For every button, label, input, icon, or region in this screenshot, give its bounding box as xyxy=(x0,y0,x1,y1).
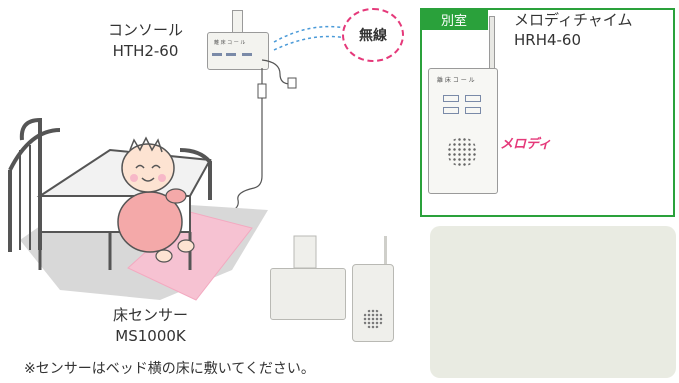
baby-icon xyxy=(117,136,195,263)
sensor-label: 床センサー MS1000K xyxy=(113,305,188,347)
console-model: HTH2-60 xyxy=(112,42,179,60)
console-led-icon xyxy=(242,53,252,56)
console-led-icon xyxy=(212,53,222,56)
photo-chime-antenna-icon xyxy=(384,236,387,266)
chime-icon: 離 床 コ ー ル xyxy=(428,68,498,194)
photo-console-antenna-icon xyxy=(293,235,317,269)
console-name: コンソール xyxy=(108,21,184,39)
console-icon: 離 床 コ ー ル xyxy=(207,32,269,70)
chime-led-icon xyxy=(443,107,459,114)
console-panel-text: 離 床 コ ー ル xyxy=(214,40,246,46)
melody-chime-label: メロディチャイム HRH4-60 xyxy=(514,10,633,50)
radio-wave-icon xyxy=(273,35,347,51)
footnote: ※センサーはベッド横の床に敷いてください。 xyxy=(24,361,315,377)
chime-led-icon xyxy=(465,107,481,114)
chime-led-icon xyxy=(443,95,459,102)
connector-icon xyxy=(257,83,267,99)
photo-floor-sensor-mat xyxy=(430,226,676,378)
plug-icon xyxy=(287,77,297,89)
photo-speaker-icon xyxy=(363,309,383,329)
power-cord xyxy=(261,59,291,85)
sensor-model: MS1000K xyxy=(115,327,186,345)
chime-led-icon xyxy=(465,95,481,102)
photo-console-icon xyxy=(270,268,346,320)
panel-tag: 別室 xyxy=(420,8,488,30)
sensor-name: 床センサー xyxy=(113,306,189,324)
chime-panel-text: 離 床 コ ー ル xyxy=(437,77,475,84)
radio-wave-icon xyxy=(273,25,346,43)
melody-chime-model: HRH4-60 xyxy=(514,31,582,49)
photo-chime-icon xyxy=(352,264,394,342)
melody-chime-name: メロディチャイム xyxy=(514,11,633,29)
melody-label: メロディ xyxy=(500,137,552,152)
sensor-cable xyxy=(225,98,263,213)
wireless-label: 無線 xyxy=(359,28,387,44)
console-antenna-icon xyxy=(232,10,243,33)
console-label: コンソール HTH2-60 xyxy=(108,20,183,62)
speaker-icon xyxy=(447,137,477,167)
chime-antenna-icon xyxy=(489,16,495,74)
console-led-icon xyxy=(226,53,236,56)
wireless-badge: 無線 xyxy=(342,8,404,62)
